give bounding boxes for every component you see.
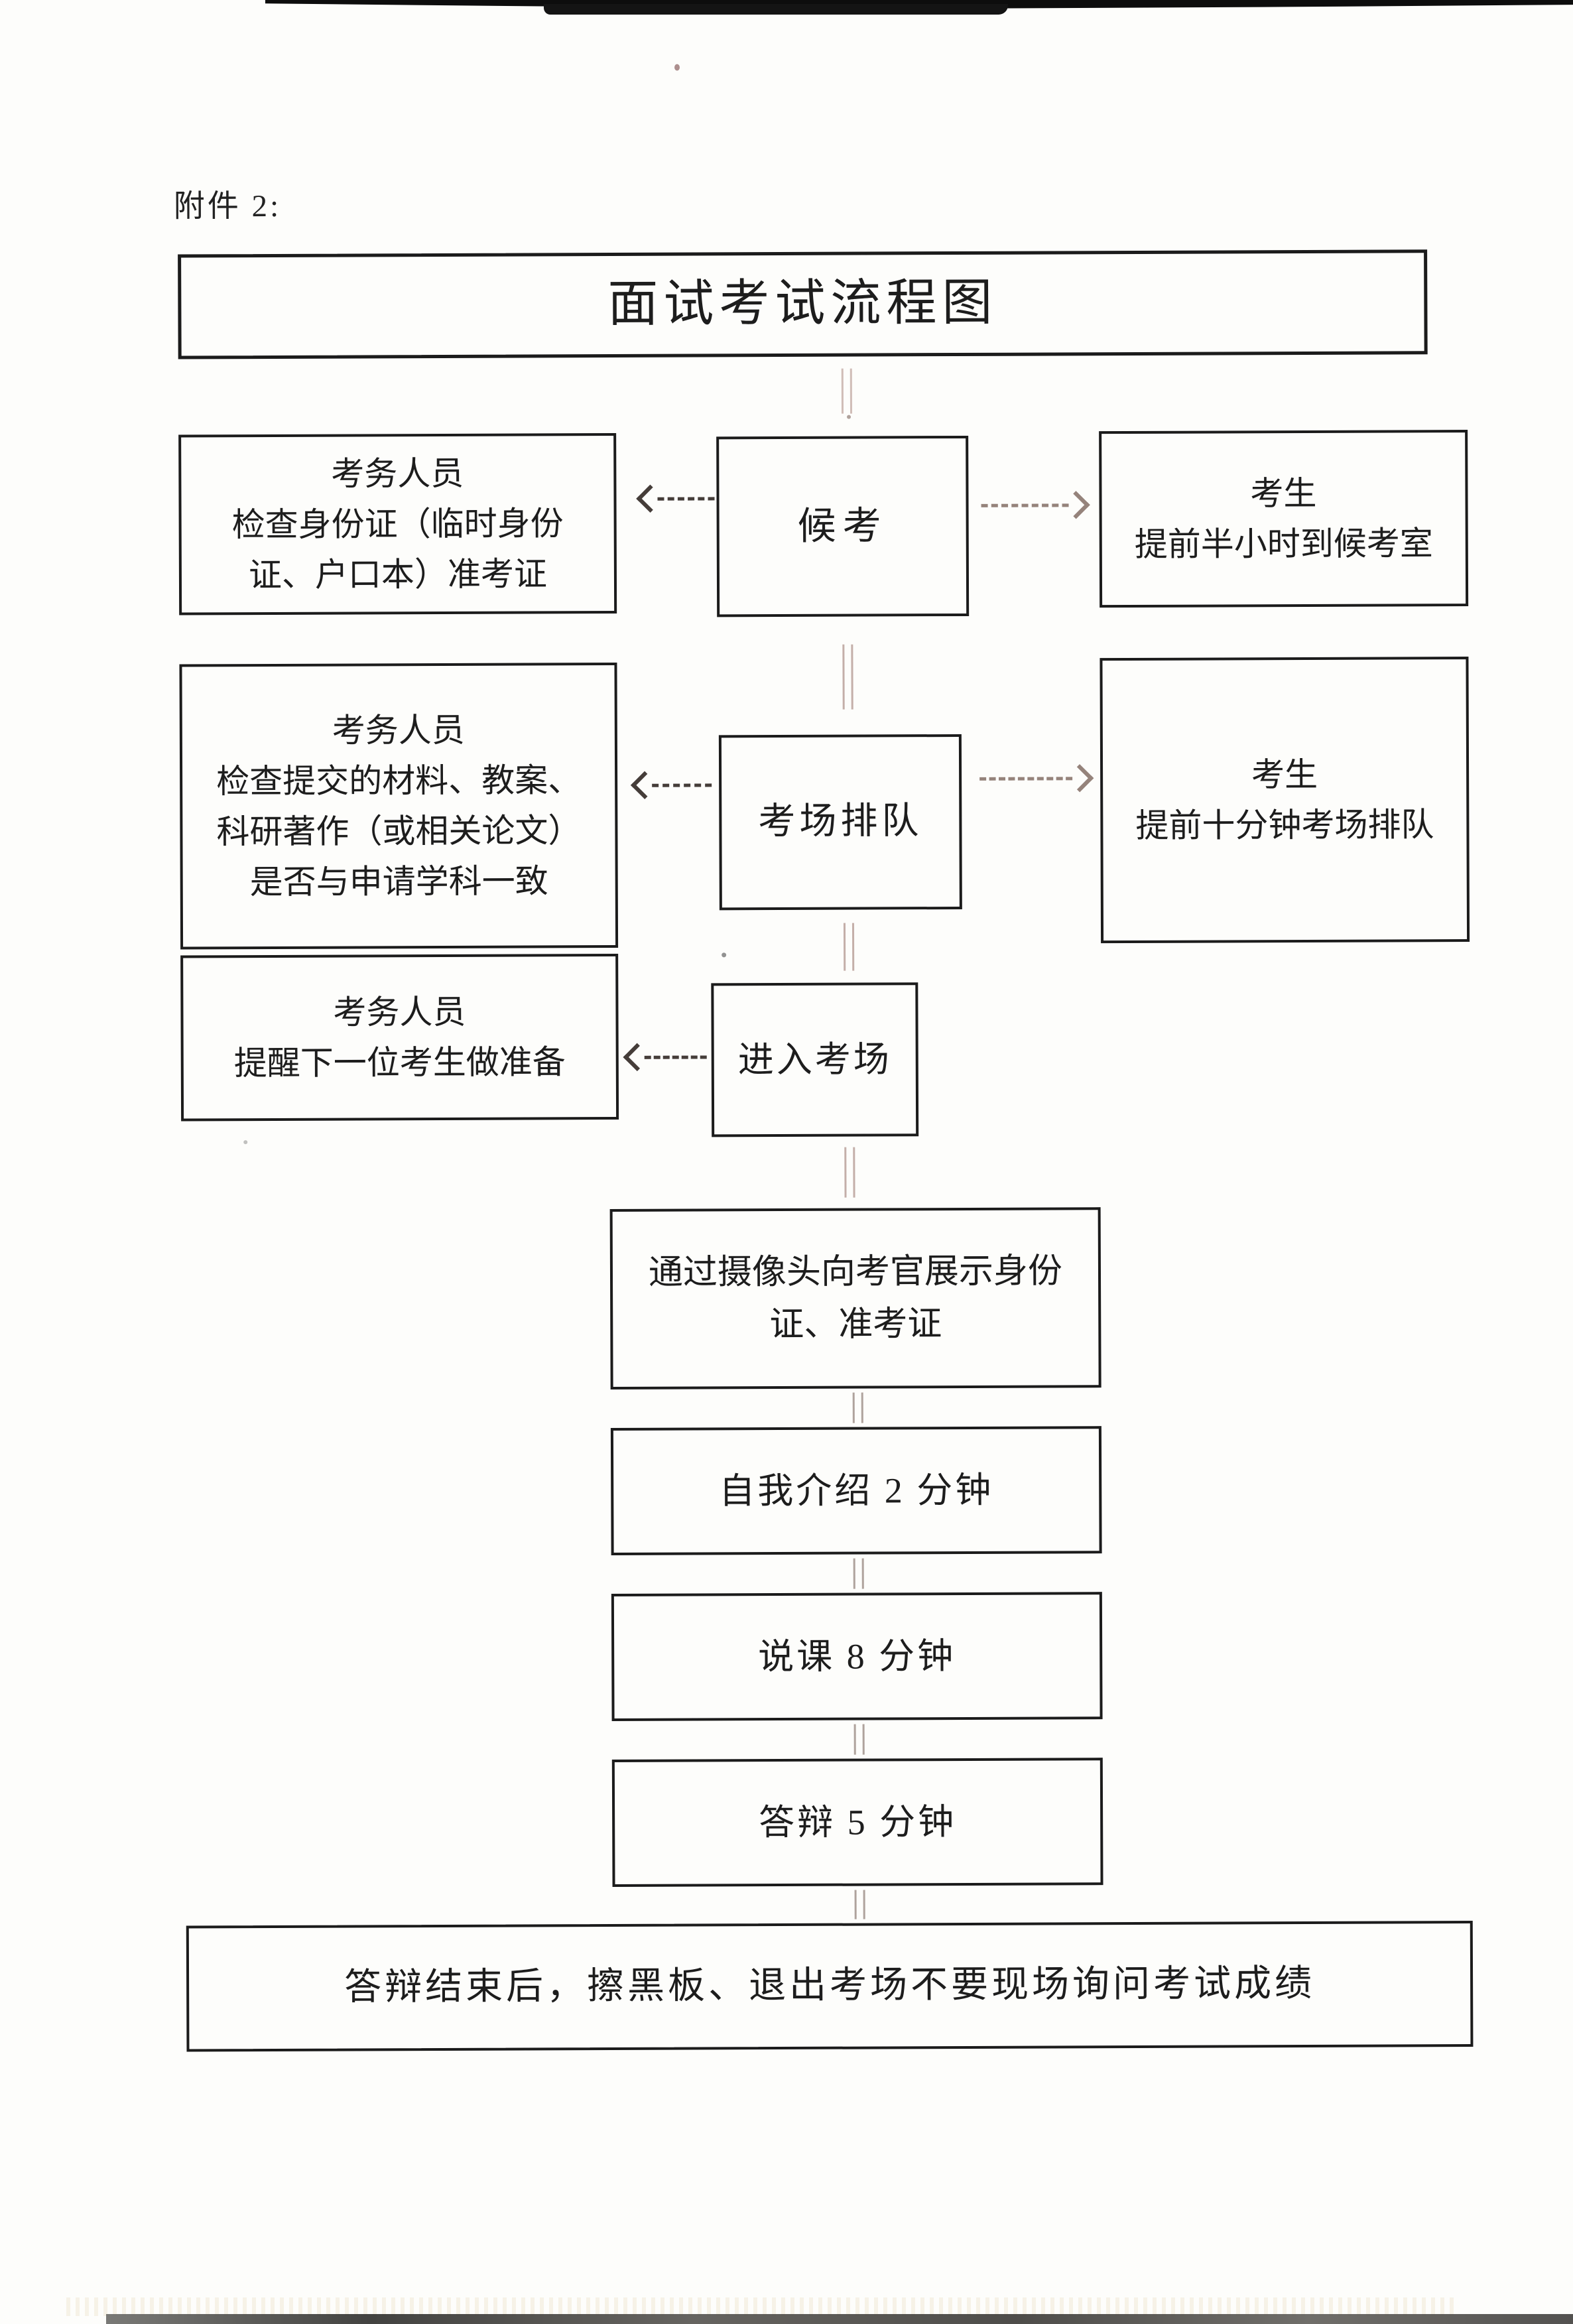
arrow-queue-to-candidate-icon (979, 764, 1094, 793)
scan-speck (243, 1140, 248, 1145)
arrow-right-head-icon (1062, 491, 1090, 519)
box-line: 考务人员 (333, 993, 466, 1031)
box-line: 考生 (1250, 474, 1317, 513)
box-line: 是否与申请学科一致 (249, 862, 548, 901)
box-staff-check-materials: 考务人员 检查提交的材料、教案、 科研著作（或相关论文） 是否与申请学科一致 (179, 662, 619, 950)
box-staff-remind: 考务人员 提醒下一位考生做准备 (180, 953, 619, 1122)
box-self-intro: 自我介绍 2 分钟 (610, 1426, 1102, 1556)
connector-lesson-to-defense (853, 1724, 865, 1755)
box-line: 提前十分钟考场排队 (1135, 806, 1434, 844)
scan-speck (847, 415, 851, 419)
box-line: 说课 8 分钟 (758, 1636, 956, 1677)
arrow-left-head-icon (636, 484, 664, 513)
box-line: 答辩 5 分钟 (759, 1801, 957, 1843)
box-line: 考务人员 (331, 454, 464, 493)
page-title: 面试考试流程图 (607, 275, 998, 333)
scan-edge-top-bulge (544, 4, 1008, 15)
arrow-left-head-icon (623, 1043, 651, 1072)
arrow-dashed-shaft (652, 783, 712, 787)
box-line: 提前半小时到候考室 (1134, 525, 1433, 563)
arrow-waiting-to-candidate-icon (981, 491, 1090, 519)
box-line: 候考 (797, 504, 888, 548)
arrow-dashed-shaft (644, 1055, 707, 1059)
connector-waiting-to-queue (842, 644, 853, 710)
box-line: 答辩结束后，擦黑板、退出考场不要现场询问考试成绩 (344, 1963, 1316, 2009)
arrow-right-head-icon (1065, 764, 1094, 793)
box-defense: 答辩 5 分钟 (611, 1758, 1103, 1888)
box-line: 证、户口本）准考证 (248, 555, 548, 594)
arrow-dashed-shaft (657, 496, 715, 501)
arrow-dashed-shaft (981, 503, 1069, 507)
scan-speck (674, 64, 680, 71)
box-line: 自我介绍 2 分钟 (719, 1470, 994, 1512)
connector-defense-to-closing (854, 1890, 865, 1919)
box-candidate-queue: 考生 提前十分钟考场排队 (1100, 657, 1470, 944)
box-candidate-arrive: 考生 提前半小时到候考室 (1099, 430, 1469, 608)
arrow-left-head-icon (630, 771, 659, 800)
box-show-credentials: 通过摄像头向考官展示身份 证、准考证 (609, 1207, 1101, 1390)
box-enter-room: 进入考场 (711, 982, 919, 1137)
arrow-dashed-shaft (979, 776, 1073, 781)
arrow-waiting-to-staff-icon (636, 484, 715, 513)
box-line: 考生 (1251, 755, 1318, 794)
box-line: 提醒下一位考生做准备 (233, 1043, 566, 1082)
connector-title-to-waiting (841, 368, 853, 414)
connector-intro-to-lesson (853, 1558, 864, 1589)
scan-speck (722, 952, 727, 958)
scan-edge-bottom-haze (66, 2297, 1459, 2316)
box-line: 通过摄像头向考官展示身份 (648, 1252, 1063, 1292)
arrow-enter-to-staff-icon (623, 1043, 707, 1072)
box-line: 检查提交的材料、教案、 (216, 761, 582, 801)
box-queue: 考场排队 (718, 734, 962, 911)
title-box: 面试考试流程图 (178, 249, 1428, 359)
connector-queue-to-enter (843, 923, 855, 971)
box-line: 考场排队 (758, 801, 923, 843)
box-line: 检查身份证（临时身份 (231, 505, 564, 544)
scan-edge-bottom (106, 2314, 1573, 2324)
box-waiting: 候考 (716, 435, 970, 617)
box-line: 科研著作（或相关论文） (216, 812, 582, 851)
box-line: 证、准考证 (769, 1305, 942, 1344)
box-staff-check-id: 考务人员 检查身份证（临时身份 证、户口本）准考证 (178, 432, 617, 615)
box-lesson-talk: 说课 8 分钟 (611, 1592, 1103, 1722)
box-line: 进入考场 (737, 1039, 892, 1080)
attachment-label: 附件 2: (173, 188, 282, 224)
connector-show-credentials-to-intro (852, 1392, 863, 1423)
box-line: 考务人员 (332, 711, 465, 749)
connector-enter-to-show-credentials (844, 1147, 855, 1198)
arrow-queue-to-staff-icon (630, 771, 712, 800)
box-closing: 答辩结束后，擦黑板、退出考场不要现场询问考试成绩 (186, 1921, 1474, 2052)
